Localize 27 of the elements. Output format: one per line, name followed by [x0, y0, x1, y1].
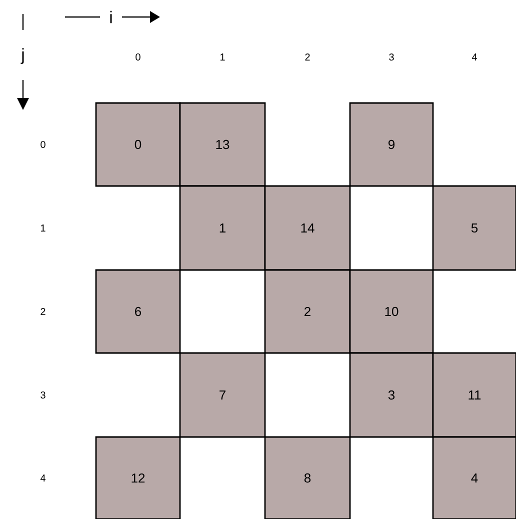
index-label: 0	[40, 140, 46, 148]
index-label: 3	[40, 391, 46, 399]
index-label: 4	[472, 54, 477, 60]
index-label: 3	[389, 53, 394, 61]
grid-cell: 10	[349, 269, 434, 354]
grid-cell: 4	[432, 436, 516, 519]
grid-cell: 1	[179, 185, 266, 271]
grid-cell: 0	[95, 102, 181, 187]
grid-cell: 9	[349, 102, 434, 187]
index-label: 1	[220, 54, 225, 60]
grid-cell: 11	[432, 352, 516, 438]
index-label: 2	[305, 54, 310, 60]
grid-cell: 6	[95, 269, 181, 354]
index-label: 0	[136, 53, 140, 61]
axis-label: j	[20, 48, 24, 64]
index-label: 2	[40, 308, 46, 315]
grid-cell: 8	[264, 436, 351, 519]
grid-cell: 5	[432, 185, 516, 271]
grid-cell: 13	[179, 102, 266, 187]
grid-cell: 12	[95, 436, 181, 519]
grid-cell: 14	[264, 185, 351, 271]
grid-cell: 2	[264, 269, 351, 354]
grid-cell: 7	[179, 352, 266, 438]
grid-cell: 3	[349, 352, 434, 438]
index-label: 1	[40, 224, 46, 232]
axis-label: i	[110, 10, 112, 24]
index-label: 4	[40, 474, 46, 482]
